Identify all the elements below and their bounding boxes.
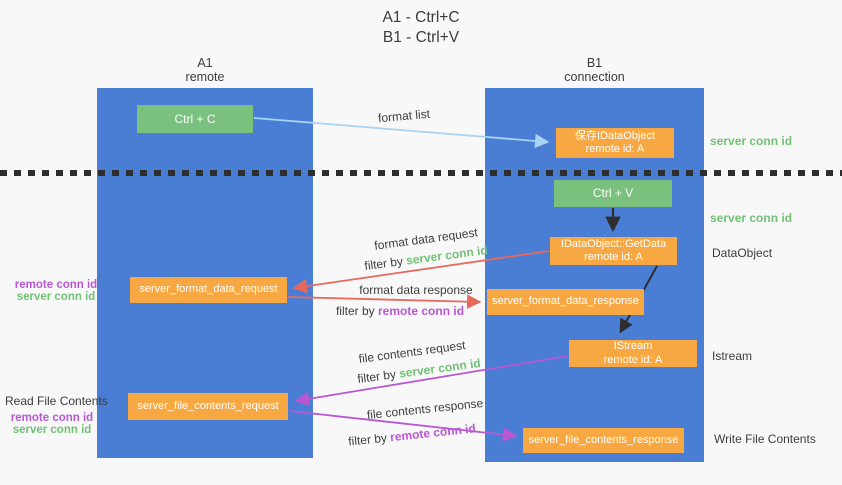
- diagram-title: A1 - Ctrl+C B1 - Ctrl+V: [0, 8, 842, 48]
- node-ctrl-v-label: Ctrl + V: [592, 186, 634, 201]
- label-format-data-response: format data response: [359, 283, 473, 297]
- node-server-file-contents-response: server_file_contents_response: [523, 428, 684, 453]
- label-filter-by-remote-conn-id-2: filter by remote conn id: [348, 421, 477, 448]
- remote-conn-id-text: remote conn id: [389, 421, 477, 445]
- label-dataobject: DataObject: [712, 246, 773, 260]
- server-conn-id-text: server conn id: [398, 355, 482, 381]
- node-server-file-contents-response-label: server_file_contents_response: [528, 433, 679, 446]
- label-format-list: format list: [377, 106, 431, 126]
- node-idataobject-getdata: IDataObject::GetData remote id: A: [550, 237, 677, 265]
- node-istream-line1: IStream: [613, 340, 653, 353]
- node-istream: IStream remote id: A: [569, 340, 697, 367]
- column-b-subtitle: connection: [564, 70, 625, 84]
- label-read-file-contents: Read File Contents: [5, 394, 108, 408]
- column-a-header: A1 remote: [97, 56, 313, 84]
- node-ctrl-v: Ctrl + V: [554, 180, 672, 207]
- node-ctrl-c-label: Ctrl + C: [174, 111, 216, 126]
- filter-by-text: filter by: [335, 304, 375, 318]
- node-istream-line2: remote id: A: [603, 353, 663, 366]
- label-filter-by-remote-conn-id-1: filter by remote conn id: [336, 304, 464, 318]
- column-b-name: B1: [586, 56, 603, 70]
- label-server-conn-id-mid-right: server conn id: [710, 211, 793, 225]
- node-idataobject-getdata-line2: remote id: A: [584, 251, 643, 263]
- label-server-conn-id-left-bottom: server conn id: [12, 424, 92, 436]
- node-save-idataobject-line1: 保存IDataObject: [574, 129, 656, 142]
- column-b-header: B1 connection: [485, 56, 704, 84]
- label-remote-conn-id-left-mid: remote conn id: [14, 279, 98, 291]
- node-save-idataobject-line2: remote id: A: [585, 143, 645, 155]
- label-server-conn-id-left-mid: server conn id: [16, 291, 96, 303]
- label-server-conn-id-top-right: server conn id: [710, 134, 793, 148]
- node-ctrl-c: Ctrl + C: [137, 105, 253, 133]
- filter-by-text: filter by: [363, 254, 404, 274]
- title-line-2: B1 - Ctrl+V: [382, 29, 460, 46]
- label-file-contents-response: file contents response: [366, 395, 484, 423]
- filter-by-text: filter by: [356, 367, 397, 387]
- node-save-idataobject: 保存IDataObject remote id: A: [556, 128, 674, 158]
- column-a-name: A1: [197, 56, 213, 70]
- node-server-file-contents-request: server_file_contents_request: [128, 393, 288, 420]
- label-remote-conn-id-left-bottom: remote conn id: [10, 412, 94, 424]
- node-server-format-data-response-label: server_format_data_response: [492, 295, 639, 308]
- session-divider-line: [0, 170, 842, 176]
- title-line-1: A1 - Ctrl+C: [382, 9, 460, 26]
- filter-by-text: filter by: [347, 430, 388, 449]
- remote-conn-id-text: remote conn id: [378, 304, 465, 318]
- column-a-subtitle: remote: [185, 70, 225, 84]
- node-server-file-contents-request-label: server_file_contents_request: [137, 399, 279, 412]
- node-server-format-data-request-label: server_format_data_request: [139, 283, 278, 296]
- node-server-format-data-response: server_format_data_response: [487, 289, 644, 315]
- arrow-format-data-response: [287, 294, 482, 309]
- node-idataobject-getdata-line1: IDataObject::GetData: [560, 237, 667, 250]
- node-server-format-data-request: server_format_data_request: [130, 277, 287, 303]
- label-istream: Istream: [712, 349, 753, 363]
- label-write-file-contents: Write File Contents: [714, 432, 816, 446]
